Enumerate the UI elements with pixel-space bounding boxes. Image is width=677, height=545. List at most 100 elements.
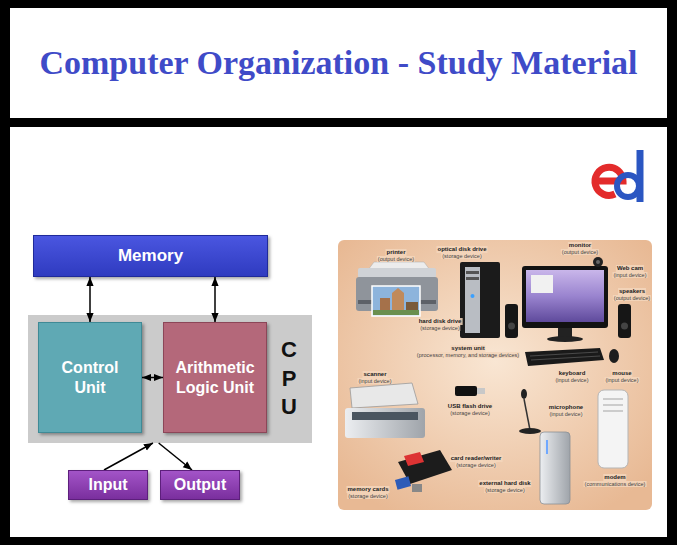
- printer-picture: [356, 262, 438, 316]
- device-name: optical disk drive: [436, 246, 487, 253]
- label-anchor: hard disk drive: [418, 318, 463, 325]
- label-anchor: (storage device): [347, 493, 388, 499]
- device-name: speakers: [618, 288, 646, 295]
- device-kind: (output device): [561, 249, 599, 255]
- memory-box: Memory: [33, 235, 268, 277]
- device-name: scanner: [362, 371, 387, 378]
- input-box: Input: [68, 470, 148, 500]
- connector-arrow: [89, 277, 91, 322]
- label-anchor: (storage device): [441, 253, 482, 259]
- peripherals-illustration: [338, 240, 652, 510]
- card-reader-picture: [395, 450, 452, 492]
- label-anchor: (input device): [357, 378, 392, 384]
- speakers-picture: [618, 304, 631, 338]
- device-name: system unit: [450, 345, 485, 352]
- label-anchor: (storage device): [455, 462, 496, 468]
- system-unit-picture: [471, 294, 475, 298]
- mouse-picture: [609, 349, 619, 363]
- system-unit-picture: [466, 277, 479, 280]
- label-anchor: card reader/writer: [450, 455, 503, 462]
- usb-drive-picture: [455, 386, 485, 396]
- device-name: keyboard: [558, 370, 587, 377]
- monitor-picture: [526, 270, 604, 322]
- device-kind: (input device): [612, 272, 647, 278]
- usb-drive-picture: [455, 386, 477, 396]
- label-anchor: (input device): [604, 377, 639, 383]
- label-anchor: modem: [603, 474, 626, 481]
- label-anchor: (output device): [377, 256, 415, 262]
- webcam-picture: [593, 257, 603, 267]
- device-name: microphone: [548, 404, 584, 411]
- speakers-picture: [508, 323, 515, 330]
- connector-arrow: [159, 443, 192, 470]
- external-disk-picture: [546, 440, 548, 454]
- monitor-picture: [547, 336, 583, 342]
- scanner-picture: [345, 383, 425, 438]
- webcam-picture: [596, 260, 600, 264]
- site-logo: [595, 150, 640, 202]
- device-kind: (storage device): [484, 487, 525, 493]
- modem-picture: [603, 398, 623, 400]
- label-anchor: (communications device): [584, 481, 647, 487]
- input-box-text: Input: [88, 475, 127, 494]
- label-anchor: (input device): [554, 377, 589, 383]
- keyboard-picture: [530, 352, 600, 360]
- scanner-picture: [350, 383, 418, 408]
- label-anchor: (input device): [548, 411, 583, 417]
- keyboard-picture: [525, 348, 604, 366]
- external-disk-picture: [540, 432, 570, 504]
- external-disk-picture: [540, 432, 570, 504]
- label-anchor: speakers: [618, 288, 646, 295]
- printer-picture: [372, 286, 420, 316]
- microphone-picture: [519, 428, 541, 434]
- control-unit-box: Control Unit: [38, 322, 142, 433]
- label-anchor: (processor, memory, and storage devices): [416, 352, 520, 358]
- modem-picture: [598, 390, 628, 468]
- device-name: Web cam: [616, 265, 644, 272]
- label-anchor: Web cam: [616, 265, 644, 272]
- device-kind: (storage device): [449, 410, 490, 416]
- mouse-picture: [609, 349, 619, 363]
- page-title: Computer Organization - Study Material: [39, 44, 637, 82]
- device-name: card reader/writer: [450, 455, 503, 462]
- memory-box-text: Memory: [118, 246, 183, 266]
- connector-arrow: [214, 277, 216, 322]
- output-box-text: Output: [174, 475, 226, 494]
- printer-picture: [358, 268, 436, 278]
- device-kind: (communications device): [584, 481, 647, 487]
- label-anchor: mouse: [611, 370, 632, 377]
- control-unit-box-text: Control Unit: [44, 358, 136, 396]
- device-kind: (storage device): [455, 462, 496, 468]
- usb-drive-picture: [477, 388, 485, 394]
- label-anchor: monitor: [568, 242, 592, 249]
- cpu-panel-text: C P U: [278, 336, 300, 422]
- device-name: mouse: [611, 370, 632, 377]
- monitor-picture: [531, 275, 553, 293]
- monitor-picture: [522, 266, 608, 328]
- connector-arrow: [142, 377, 163, 379]
- label-anchor: (storage device): [484, 487, 525, 493]
- device-name: modem: [603, 474, 626, 481]
- label-anchor: (input device): [612, 272, 647, 278]
- device-kind: (output device): [377, 256, 415, 262]
- label-anchor: (output device): [613, 295, 651, 301]
- card-reader-picture: [395, 476, 411, 489]
- label-anchor: system unit: [450, 345, 485, 352]
- device-kind: (input device): [554, 377, 589, 383]
- modem-picture: [603, 410, 623, 412]
- device-kind: (storage device): [441, 253, 482, 259]
- keyboard-picture: [525, 348, 604, 366]
- microphone-picture: [521, 389, 527, 399]
- label-anchor: printer: [385, 249, 406, 256]
- label-anchor: microphone: [548, 404, 584, 411]
- system-unit-picture: [465, 267, 480, 333]
- system-unit-picture: [466, 271, 479, 274]
- output-box: Output: [160, 470, 240, 500]
- site-logo: [617, 175, 639, 197]
- speakers-picture: [621, 323, 628, 330]
- device-name: USB flash drive: [447, 403, 493, 410]
- label-anchor: external hard disk: [478, 480, 531, 487]
- alu-box-text: Arithmetic Logic Unit: [169, 358, 261, 396]
- webcam-picture: [593, 257, 603, 267]
